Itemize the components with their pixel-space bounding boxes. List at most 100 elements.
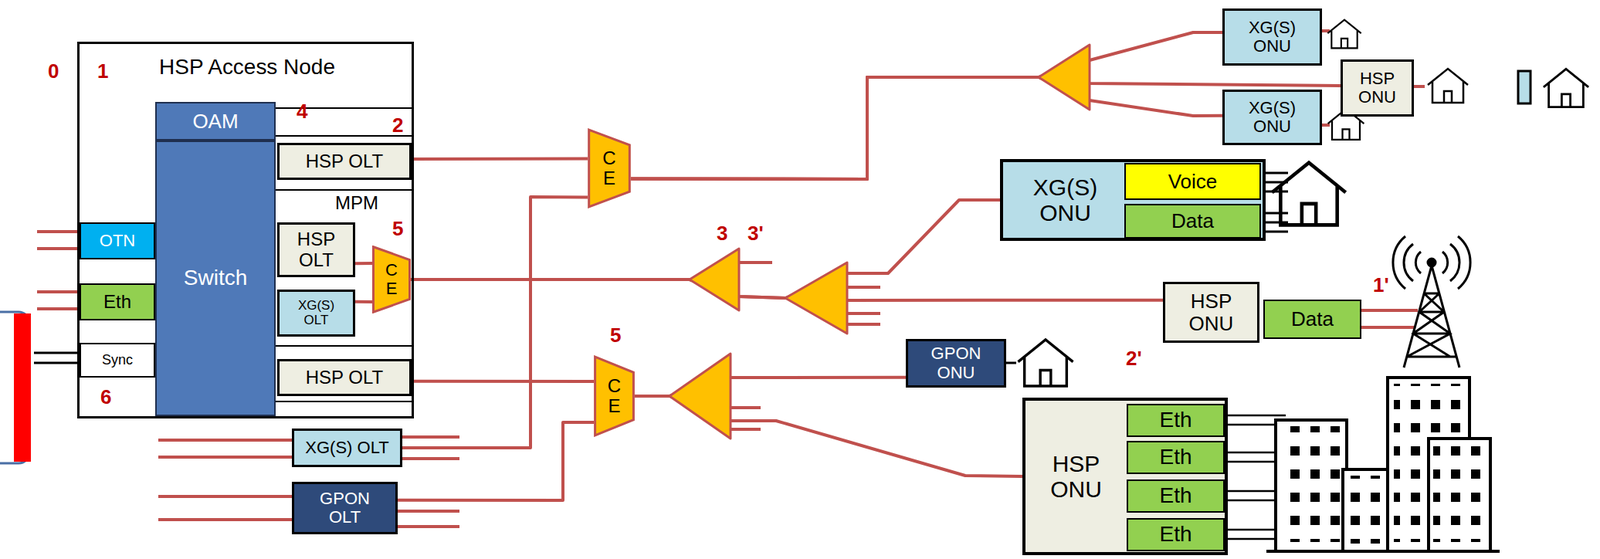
service-port: Eth [1126,403,1225,438]
node-label: HSP OLT [305,151,384,172]
node-label: HSP ONU [1180,290,1243,335]
splitter [785,262,848,334]
module-label: MPM [335,193,379,214]
slot-lines [275,108,413,402]
radio-lines [1361,310,1418,328]
house-icon [1327,20,1361,49]
fiber-link [397,422,594,501]
node-label: XG(S) ONU [1241,18,1304,56]
service-port: Voice [1124,162,1262,200]
callout-number: 6 [100,386,112,409]
house-icon [1543,68,1589,107]
building [1428,438,1491,552]
building [1275,420,1347,552]
service-port: Eth [1126,518,1225,552]
tower-top [1427,258,1436,267]
module-slots [275,108,413,402]
service-port: Eth [1126,440,1225,475]
callout-number: 3' [747,222,764,245]
node-label: C E [601,148,617,190]
olt-card: XG(S) OLT [277,289,356,337]
radio-tower [1393,236,1471,368]
node-label: XG(S) ONU [1027,174,1105,226]
trapezoid-shape [373,247,411,312]
node-label: HSP ONU [1350,69,1405,107]
oam-box: OAM [155,101,276,141]
callout-number: 5 [610,324,621,347]
fiber-link [355,261,373,265]
splitter-ports [730,262,881,430]
house-icon [1271,162,1346,226]
service-port: Eth [1126,479,1225,513]
uplink-lines [37,231,80,309]
olt-card: HSP OLT [277,142,412,180]
panel-bar [13,313,31,462]
fiber-link [411,157,588,162]
node-label: Eth [1159,484,1192,509]
drop-lines [1006,362,1017,365]
node-label: Eth [1159,408,1192,433]
node-label: C E [384,261,399,299]
ground-line [1266,549,1500,553]
node-label: Eth [103,291,132,312]
eth-port: Eth [79,283,156,321]
node-label: HSP Access Node [159,55,336,80]
coexistence-element: C E [372,245,411,314]
switch-box: Switch [155,140,276,417]
trapezoid-shape [589,129,631,207]
olt-box: XG(S) OLT [291,428,403,468]
callout-number: 3 [716,222,728,245]
sync-lines [33,352,80,363]
service-port: Data [1263,299,1362,339]
onu-box: HSP ONU [1340,59,1414,117]
windows [1281,426,1343,543]
buildings [1266,377,1500,552]
onu-box: XG(S) ONU [1222,89,1323,146]
building [1342,469,1388,552]
node-label: Data [1291,308,1334,331]
node-label: Sync [101,352,133,369]
node-label: C E [606,376,622,417]
radio-waves [1393,236,1471,289]
trapezoid-shape [595,356,634,436]
onu-box: HSP ONU [1162,281,1260,343]
splitter [1038,44,1090,110]
onu-box: HSP ONUEthEthEthEth [1022,397,1228,556]
node-label: GPON OLT [314,489,377,527]
olt-card: HSP OLT [277,359,412,397]
access-node: HSP Access NodeOAMSwitchOTNEthSyncHSP OL… [77,41,414,419]
node-label: HSP ONU [1037,450,1116,502]
node-label: OTN [99,231,136,251]
callout-number: 1' [1372,274,1390,297]
olt-card: HSP OLT [277,222,356,278]
callout-number: 4 [296,100,308,123]
fiber-link [411,379,594,384]
house-icon [1017,339,1073,387]
node-label: HSP OLT [293,229,340,271]
callout-number: 1 [97,60,109,83]
node-label: XG(S) OLT [293,298,340,328]
coexistence-element: C E [587,128,631,209]
edge-panel [0,311,31,464]
splitter [669,353,731,439]
coexistence-element: C E [593,355,635,438]
sync-port: Sync [79,342,156,378]
fiber-link [402,196,588,448]
windows [1347,475,1385,544]
windows [1433,444,1488,543]
onu-box: GPON ONU [905,338,1007,388]
olt-box: GPON OLT [291,481,398,535]
node-label: Switch [183,266,248,291]
node-label: XG(S) OLT [305,438,389,458]
fiber-link [355,300,373,304]
splitter [689,248,739,311]
callout-number: 0 [47,60,59,83]
node-label: Eth [1159,445,1192,470]
node-label: HSP OLT [305,367,384,388]
house-icon [1427,68,1468,103]
node-label: Eth [1159,522,1192,547]
fiber-link [630,32,1223,180]
text-area: HSP Access Node [155,50,339,85]
onu-stub [1518,71,1531,104]
onu-box: XG(S) ONUVoiceData [1000,159,1266,241]
